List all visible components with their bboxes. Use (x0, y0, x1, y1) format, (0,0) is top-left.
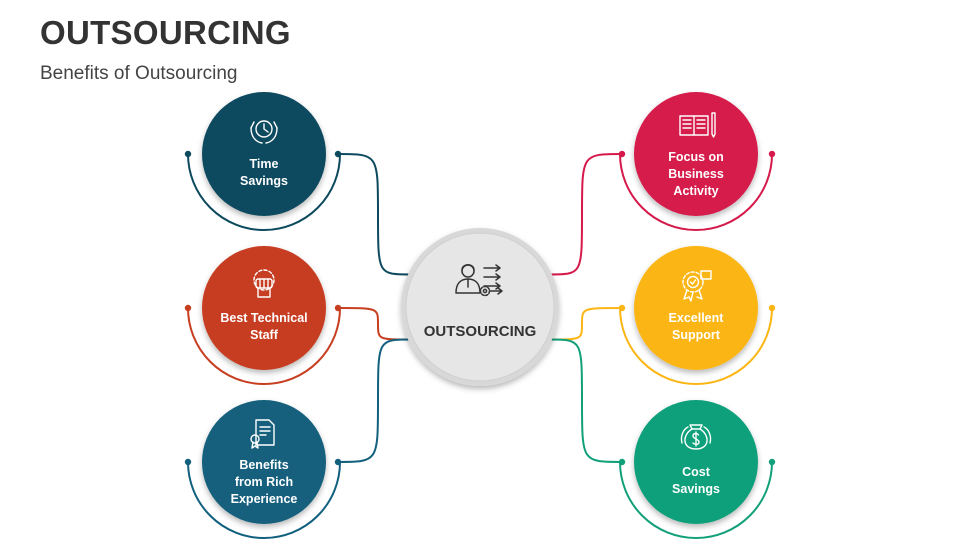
node-label-line: Staff (250, 328, 279, 342)
connector-line (549, 153, 623, 276)
node-label-line: Benefits (239, 458, 288, 472)
connector-line (337, 338, 411, 463)
center-node: OUTSOURCING (401, 228, 559, 386)
slide-subtitle: Benefits of Outsourcing (40, 63, 238, 84)
clock-in-hands-icon (250, 120, 278, 144)
person-with-arrows-gear-icon (455, 264, 503, 297)
center-circle (405, 232, 555, 382)
node-circle (202, 246, 326, 370)
node-circle (634, 92, 758, 216)
node-label-line: Focus on (668, 150, 724, 164)
node-label-line: Business (668, 167, 724, 181)
slide-title: OUTSOURCING (40, 14, 291, 51)
node-label-line: Support (672, 328, 721, 342)
arc-end-dot (184, 458, 192, 466)
node-circle (634, 400, 758, 524)
node-label-line: Experience (231, 492, 298, 506)
outer-arc (619, 461, 773, 539)
node-label-line: Activity (673, 184, 718, 198)
connector-line (337, 153, 411, 276)
node-circle (634, 246, 758, 370)
arc-end-dot (768, 458, 776, 466)
node-label-line: Excellent (669, 311, 725, 325)
outer-arc (187, 461, 341, 539)
arc-end-dot (184, 150, 192, 158)
node-label-line: from Rich (235, 475, 293, 489)
node-label-line: Best Technical (220, 311, 307, 325)
outer-arc (187, 307, 341, 385)
certificate-icon (250, 419, 275, 449)
outer-arcs (184, 150, 776, 539)
outer-arc (619, 307, 773, 385)
node-label-line: Cost (682, 465, 711, 479)
fist-gear-icon (253, 269, 275, 298)
arc-end-dot (768, 150, 776, 158)
arc-end-dot (184, 304, 192, 312)
award-badge-icon (682, 270, 712, 302)
open-book-icon (679, 112, 716, 138)
node-circle (202, 400, 326, 524)
connector-line (549, 307, 623, 341)
center-label: OUTSOURCING (424, 323, 537, 340)
node-label-line: Savings (672, 482, 720, 496)
outer-arc (619, 153, 773, 231)
arc-end-dot (768, 304, 776, 312)
node-label-line: Time (250, 157, 279, 171)
money-bag-icon (680, 424, 712, 450)
connector-line (337, 307, 411, 341)
node-label-line: Savings (240, 174, 288, 188)
node-circle (202, 92, 326, 216)
outer-arc (187, 153, 341, 231)
connector-line (549, 338, 623, 463)
